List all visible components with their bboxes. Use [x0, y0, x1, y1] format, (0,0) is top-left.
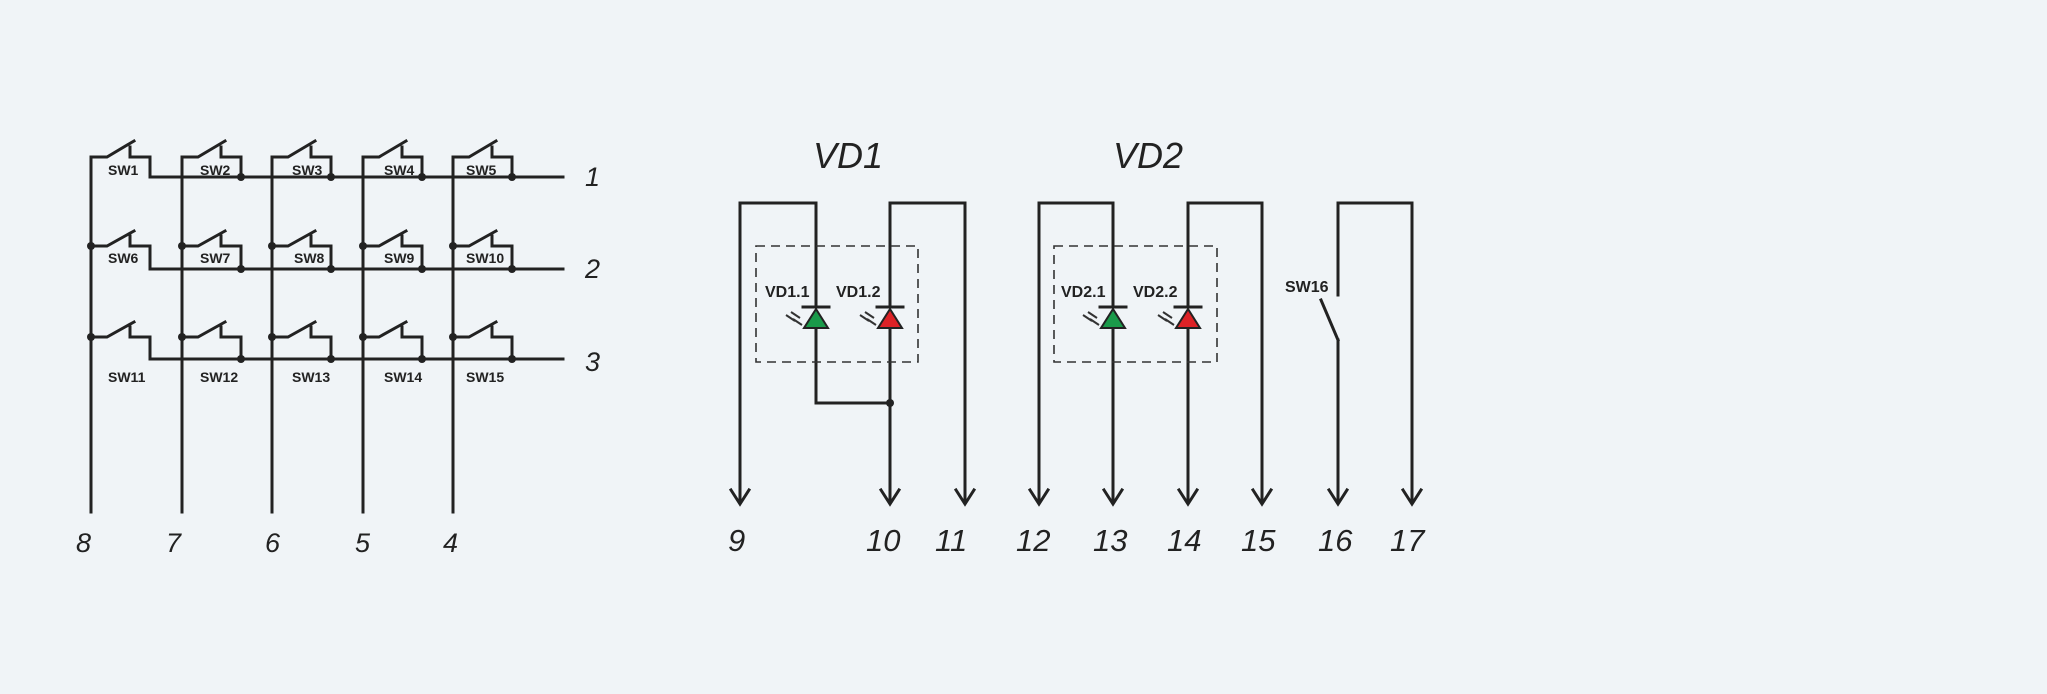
switch-sw13: SW13: [268, 319, 335, 385]
led-vd2-1: VD2.1: [1061, 284, 1128, 329]
vd1-package-outline: [755, 245, 919, 363]
switch-label: SW14: [384, 369, 422, 385]
switch-sw3: SW3: [270, 138, 335, 181]
pin-label: 10: [866, 523, 900, 558]
led-triangle: [1099, 307, 1127, 329]
switch-sw6: SW6: [87, 228, 152, 271]
switch-sw14: SW14: [359, 319, 426, 385]
pin-label: 17: [1390, 523, 1426, 558]
row-pin-label: 1: [585, 162, 600, 192]
switch-label: SW13: [292, 369, 330, 385]
column-pin-label: 4: [443, 528, 458, 558]
vd2-title: VD2: [1113, 135, 1183, 176]
switch-sw1: SW1: [89, 138, 152, 179]
switch-label: SW12: [200, 369, 238, 385]
switch-label: SW6: [108, 250, 139, 266]
column-pin-label: 7: [166, 528, 182, 558]
switch-sw2: SW2: [180, 138, 245, 181]
switch-label: SW1: [108, 162, 139, 178]
pin-label: 13: [1093, 523, 1127, 558]
switch-sw9: SW9: [359, 228, 426, 273]
switch-label: SW3: [292, 162, 323, 178]
row-pin-label: 2: [584, 254, 600, 284]
led-vd2-2: VD2.2: [1133, 284, 1203, 329]
led-label: VD1.2: [836, 284, 881, 301]
pin-label: 12: [1016, 523, 1050, 558]
switch-label: SW9: [384, 250, 415, 266]
led-module-vd1: VD1 VD1.1 VD1.2 9 10 11: [728, 135, 977, 558]
switch-label: SW7: [200, 250, 231, 266]
pin-label: 11: [935, 523, 967, 558]
switch-matrix: SW1 SW2 SW3 SW4 SW5 SW6: [76, 138, 600, 558]
led-triangle: [876, 307, 904, 329]
led-label: VD2.2: [1133, 284, 1178, 301]
row-pin-label: 3: [585, 347, 600, 377]
switch-sw15: SW15: [449, 319, 516, 385]
column-pin-label: 6: [265, 528, 281, 558]
switch-sw10: SW10: [449, 228, 516, 273]
switch-sw7: SW7: [178, 228, 245, 273]
switch-label: SW8: [294, 250, 325, 266]
led-label: VD2.1: [1061, 284, 1106, 301]
column-pin-label: 8: [76, 528, 91, 558]
pin-label: 15: [1241, 523, 1276, 558]
pin-label: 9: [728, 523, 745, 558]
column-pin-label: 5: [355, 528, 371, 558]
switch-label: SW2: [200, 162, 231, 178]
switch-sw8: SW8: [268, 228, 335, 273]
led-vd1-2: VD1.2: [836, 284, 905, 329]
switch-label: SW15: [466, 369, 504, 385]
switch-label: SW10: [466, 250, 504, 266]
switch-sw12: SW12: [178, 319, 245, 385]
switch-label: SW5: [466, 162, 497, 178]
switch-sw4: SW4: [361, 138, 426, 181]
vd2-package-outline: [1053, 245, 1218, 363]
switch-sw5: SW5: [451, 138, 516, 181]
sw16-label: SW16: [1285, 279, 1329, 296]
switch-sw16: SW16 16 17: [1285, 201, 1426, 558]
led-triangle: [1174, 307, 1202, 329]
switch-label: SW11: [108, 369, 146, 385]
pin-label: 14: [1167, 523, 1201, 558]
led-label: VD1.1: [765, 284, 810, 301]
pin-label: 16: [1318, 523, 1353, 558]
switch-label: SW4: [384, 162, 415, 178]
led-vd1-1: VD1.1: [765, 284, 831, 329]
vd1-title: VD1: [813, 135, 883, 176]
switch-sw11: SW11: [87, 319, 152, 385]
led-triangle: [802, 307, 830, 329]
led-module-vd2: VD2 VD2.1 VD2.2 12 13 14 15: [1016, 135, 1276, 558]
